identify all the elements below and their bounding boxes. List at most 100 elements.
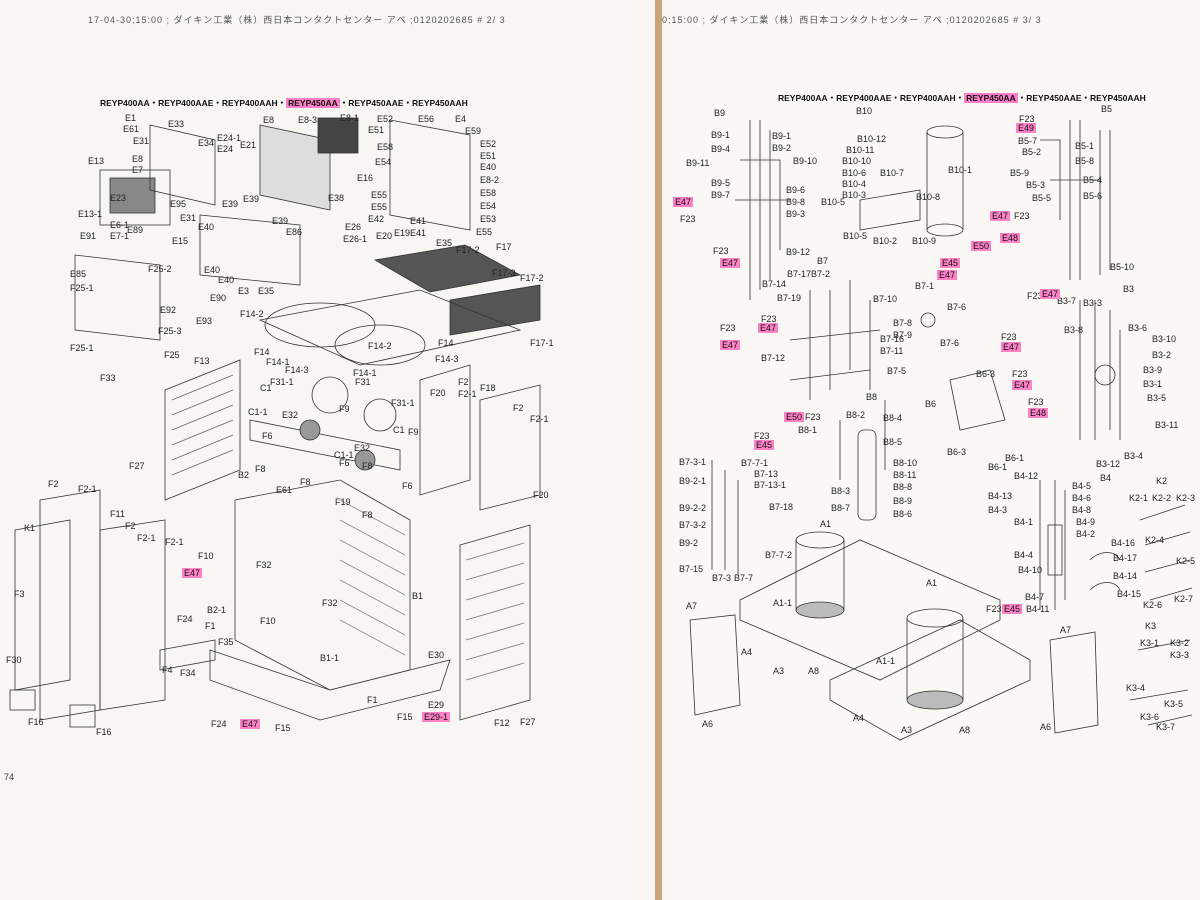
part-label: B8-8 [893, 482, 913, 492]
part-label: F32 [322, 598, 338, 608]
filter-block-shape [317, 117, 359, 154]
part-label: F17-1 [530, 338, 554, 348]
part-label: E26-1 [343, 234, 368, 244]
part-label: E24-1 [217, 133, 242, 143]
highlighted-part-label: E45 [940, 258, 961, 268]
part-label: F17-2 [520, 273, 544, 283]
part-label: F12 [494, 718, 510, 728]
part-label: B5-10 [1110, 262, 1135, 272]
part-label: B4-17 [1113, 553, 1138, 563]
part-label: B9-10 [793, 156, 818, 166]
part-label: F8 [255, 464, 266, 474]
part-label: B7-10 [873, 294, 898, 304]
part-label: B4-7 [1025, 592, 1045, 602]
front-panel-2-shape [99, 519, 166, 711]
pipe-b7-3-shape [711, 460, 739, 575]
base-pan-2-shape [829, 619, 1031, 741]
part-label: E51 [480, 151, 497, 161]
part-label: B8-2 [846, 410, 866, 420]
model-title-left-post: ・REYP450AAE・REYP450AAH [339, 98, 468, 108]
part-label: E91 [80, 231, 97, 241]
part-label: E58 [377, 142, 394, 152]
part-label: B9 [714, 108, 726, 118]
fan-guard-1-shape [373, 244, 522, 293]
cover-plate-shape [74, 254, 161, 341]
part-label: F31 [355, 377, 371, 387]
part-label: B3-2 [1152, 350, 1172, 360]
part-label: B5-8 [1075, 156, 1095, 166]
part-label: B9-6 [786, 185, 806, 195]
part-label: B4-11 [1026, 604, 1050, 614]
fan-ring-2-shape [334, 324, 426, 366]
part-label: E35 [258, 286, 275, 296]
part-label: B10-10 [842, 156, 872, 166]
part-label: E41 [410, 216, 427, 226]
highlighted-part-label: E47 [673, 197, 694, 207]
fan-2-shape [363, 398, 397, 432]
foot-cover-shape [9, 689, 36, 711]
part-label: E33 [168, 119, 185, 129]
part-label: E61 [123, 124, 140, 134]
part-label: F8 [300, 477, 311, 487]
part-label: B7-18 [769, 502, 794, 512]
part-label: B9-8 [786, 197, 806, 207]
part-label: B5-7 [1018, 136, 1038, 146]
part-label: K2-4 [1145, 535, 1165, 545]
part-label: B9-1 [711, 130, 731, 140]
part-label: A1-1 [773, 598, 793, 608]
pipe-b4-shape [1039, 480, 1066, 610]
part-label: F2-1 [458, 389, 477, 399]
oil-separator-shape [1047, 524, 1063, 576]
part-label: F4 [162, 665, 173, 675]
highlighted-part-label: E50 [971, 241, 992, 251]
part-label: B9-11 [686, 158, 710, 168]
part-label: A8 [808, 666, 820, 676]
part-label: E7-1 [110, 231, 130, 241]
part-label: E24 [217, 144, 234, 154]
part-label: B10-7 [880, 168, 905, 178]
part-label: B7-7-1 [741, 458, 769, 468]
pipe-b7-shape [809, 280, 871, 400]
part-label: B3-3 [1083, 298, 1103, 308]
pipe-b5-branch-shape [1040, 139, 1100, 220]
part-label: B3-12 [1096, 459, 1121, 469]
highlighted-part-label: E45 [754, 440, 775, 450]
part-label: E39 [243, 194, 260, 204]
part-label: E92 [160, 305, 177, 315]
part-label: E56 [418, 114, 435, 124]
pipe-k3-shape [1129, 639, 1193, 726]
part-label: B9-2-2 [679, 503, 707, 513]
highlighted-part-label: E47 [1001, 342, 1022, 352]
part-label: F23 [720, 323, 736, 333]
part-label: A8 [959, 725, 971, 735]
pipe-b3-shape [1079, 300, 1121, 440]
part-label: B7-3-1 [679, 457, 707, 467]
highlighted-part-label: E48 [1000, 233, 1021, 243]
part-label: B7-6 [947, 302, 967, 312]
part-label: K3-7 [1156, 722, 1176, 732]
part-label: F2 [125, 521, 136, 531]
part-label: B10-1 [948, 165, 973, 175]
right-parts-sheet: 0;15:00 ; ダイキン工業（株）西日本コンタクトセンター アベ ;0120… [662, 0, 1200, 900]
model-title-right-highlight: REYP450AA [964, 93, 1018, 103]
part-label: E38 [328, 193, 345, 203]
part-label: E20 [376, 231, 393, 241]
part-label: F23 [680, 214, 696, 224]
part-label: B8-3 [831, 486, 851, 496]
part-label: E13 [88, 156, 105, 166]
part-label: B9-3 [786, 209, 806, 219]
part-label: E4 [455, 114, 467, 124]
accumulator-bottom-shape [926, 223, 964, 237]
part-label: B4-12 [1014, 471, 1039, 481]
part-label: F6 [262, 431, 273, 441]
model-title-right-pre: REYP400AA・REYP400AAE・REYP400AAH・ [778, 93, 965, 103]
part-label: B5-3 [1026, 180, 1046, 190]
part-label: E86 [286, 227, 303, 237]
compressor-2-top-shape [906, 608, 964, 628]
part-label: F35 [218, 637, 234, 647]
part-label: F23 [1028, 397, 1044, 407]
part-label: B5-5 [1032, 193, 1052, 203]
part-label: F25-1 [70, 283, 94, 293]
part-label: K3 [1145, 621, 1157, 631]
part-label: E13-1 [78, 209, 103, 219]
